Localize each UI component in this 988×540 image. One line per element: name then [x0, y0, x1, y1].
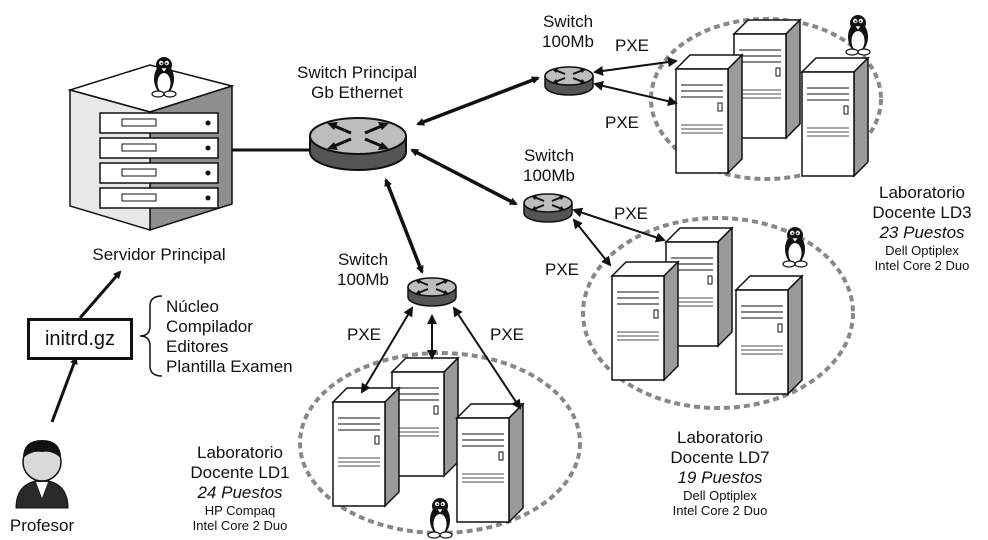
workstation-icon — [801, 57, 869, 177]
lab-title: Laboratorio — [878, 183, 965, 202]
switch-1-label: Switch 100Mb — [533, 12, 603, 52]
lab-seats: 23 Puestos — [879, 223, 965, 242]
main-switch-label: Switch Principal Gb Ethernet — [282, 63, 432, 103]
link-main-sw1 — [416, 76, 540, 126]
initrd-item: Editores — [166, 337, 229, 356]
server-label: Servidor Principal — [92, 245, 226, 264]
switch-icon — [523, 193, 573, 223]
lab-name: Docente LD7 — [670, 448, 770, 467]
flow-arrow — [78, 270, 122, 319]
lab-cpu: Intel Core 2 Duo — [672, 503, 768, 518]
lab-model: Dell Optiplex — [885, 243, 959, 258]
flow-arrow — [50, 356, 78, 423]
lab-cpu: Intel Core 2 Duo — [192, 518, 288, 533]
pxe-link — [452, 306, 522, 410]
switch-speed: 100Mb — [337, 270, 389, 289]
tux-penguin-icon — [845, 14, 871, 56]
link-main-sw3 — [384, 178, 424, 274]
workstation-icon — [391, 357, 459, 477]
pxe-link — [572, 218, 612, 267]
workstation-icon — [611, 261, 679, 381]
server-tux-icon — [151, 56, 177, 98]
lab-model: HP Compaq — [204, 503, 276, 518]
brace — [139, 295, 163, 377]
workstation-icon — [733, 19, 801, 139]
person-icon — [15, 440, 69, 509]
workstation-icon — [456, 403, 524, 523]
pxe-label: PXE — [490, 325, 525, 344]
workstation-icon — [675, 54, 743, 174]
pxe-link — [572, 207, 666, 243]
lab-seats: 24 Puestos — [197, 483, 283, 502]
link-main-sw2 — [410, 148, 518, 206]
switch-name: Switch — [542, 12, 594, 31]
pxe-link — [593, 80, 678, 107]
pxe-label: PXE — [614, 204, 649, 223]
lab-ld3-label: Laboratorio Docente LD3 23 Puestos Dell … — [862, 183, 982, 273]
tux-penguin-icon — [427, 497, 453, 539]
initrd-item: Plantilla Examen — [166, 357, 293, 376]
lab-model: Dell Optiplex — [683, 488, 757, 503]
switch-2-label: Switch 100Mb — [514, 146, 584, 186]
main-switch-subtitle: Gb Ethernet — [311, 83, 403, 102]
lab-title: Laboratorio — [196, 443, 283, 462]
lab-cpu: Intel Core 2 Duo — [874, 258, 970, 273]
lab-name: Docente LD3 — [872, 203, 972, 222]
pxe-link — [593, 57, 678, 76]
lab-title: Laboratorio — [676, 428, 763, 447]
switch-icon — [407, 277, 457, 307]
initrd-label: initrd.gz — [44, 327, 116, 350]
pxe-link — [360, 306, 414, 394]
switch-name: Switch — [337, 250, 389, 269]
switch-speed: 100Mb — [523, 166, 575, 185]
workstation-icon — [735, 275, 803, 395]
lab-name: Docente LD1 — [190, 463, 290, 482]
switch-speed: 100Mb — [542, 32, 594, 51]
lab-ld1-label: Laboratorio Docente LD1 24 Puestos HP Co… — [180, 443, 300, 533]
pxe-label: PXE — [615, 36, 650, 55]
switch-3-label: Switch 100Mb — [328, 250, 398, 290]
server-icon — [67, 64, 235, 232]
initrd-item: Compilador — [166, 317, 253, 336]
lab-ld7-boundary — [581, 216, 855, 410]
main-switch-icon — [309, 117, 407, 171]
pxe-label: PXE — [347, 325, 382, 344]
switch-name: Switch — [523, 146, 575, 165]
lab-ld7-label: Laboratorio Docente LD7 19 Puestos Dell … — [660, 428, 780, 518]
switch-icon — [544, 66, 594, 96]
workstation-icon — [332, 387, 400, 507]
lab-ld3-boundary — [649, 17, 883, 181]
initrd-item: Núcleo — [166, 297, 219, 316]
profesor-label: Profesor — [9, 516, 75, 535]
main-switch-title: Switch Principal — [297, 63, 417, 82]
lab-seats: 19 Puestos — [677, 468, 763, 487]
pxe-label: PXE — [545, 260, 580, 279]
initrd-contents: Núcleo Compilador Editores Plantilla Exa… — [166, 297, 293, 377]
initrd-box: initrd.gz — [27, 318, 133, 360]
tux-penguin-icon — [782, 226, 808, 268]
pxe-label: PXE — [605, 113, 640, 132]
